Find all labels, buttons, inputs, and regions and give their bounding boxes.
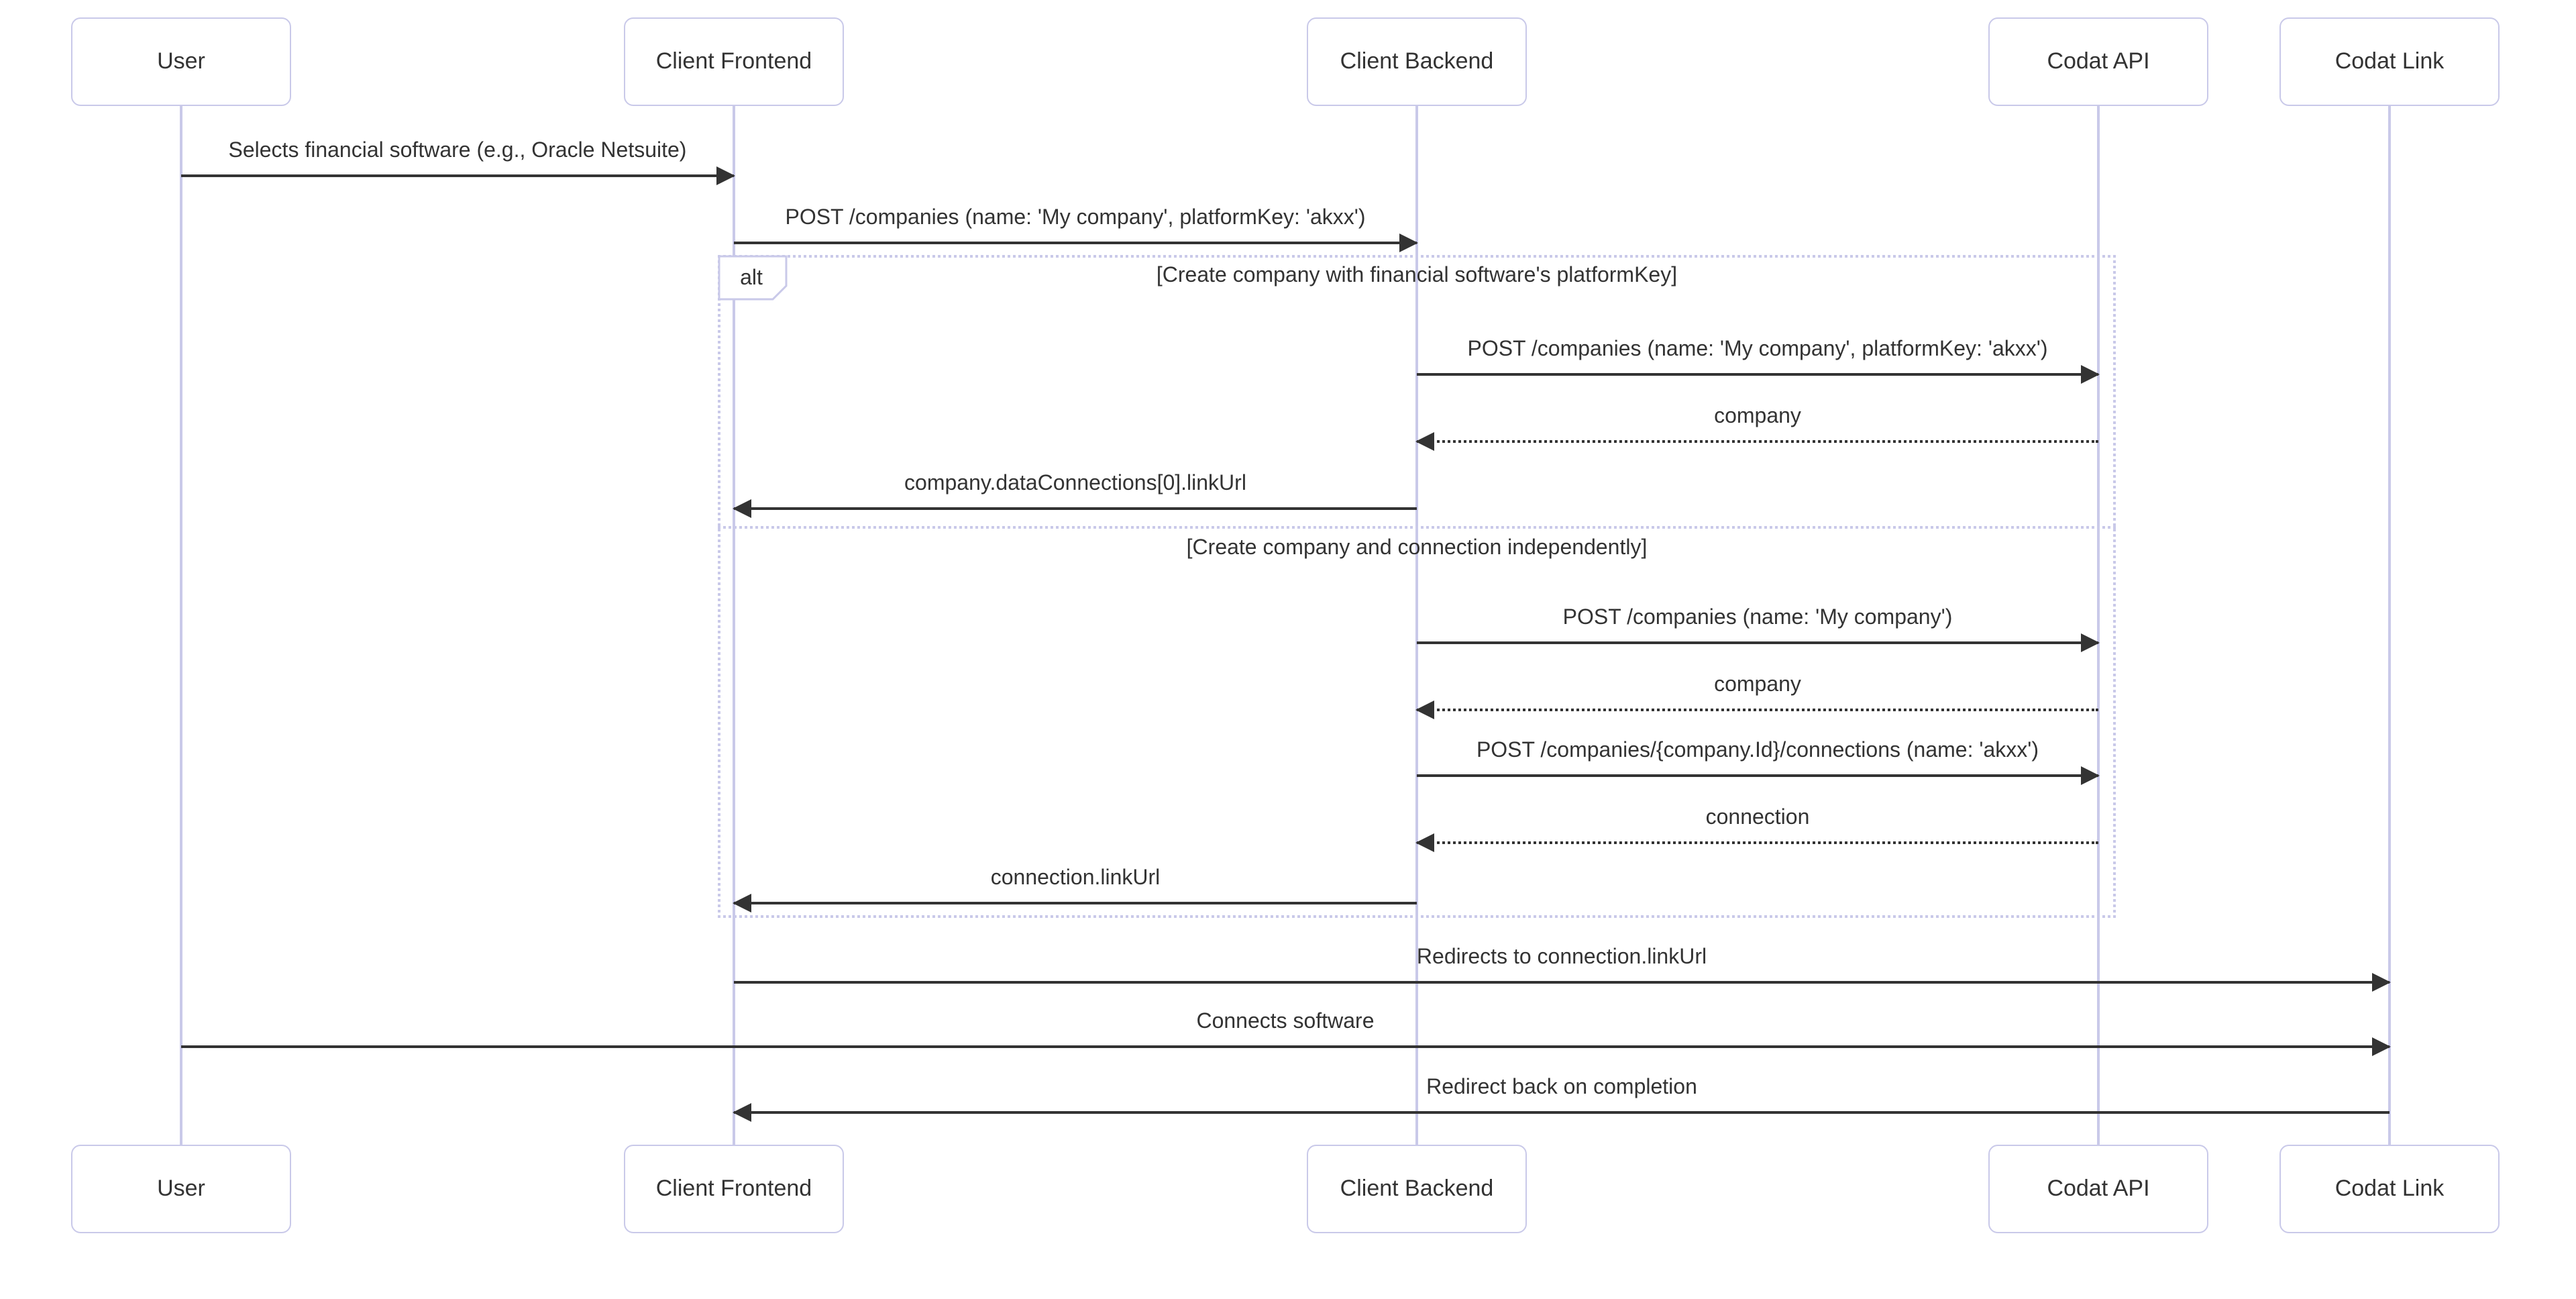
arrowhead-icon [733,499,751,518]
message-company-reply-2: company [1415,668,2098,725]
lifeline-client-backend [1415,106,1418,1146]
arrowhead-icon [2372,973,2391,992]
actor-bottom-client-frontend: Client Frontend [624,1145,844,1233]
arrowhead-icon [733,894,751,913]
message-connection-linkurl: connection.linkUrl [733,862,1417,918]
actor-bottom-codat-link: Codat Link [2279,1145,2500,1233]
message-company-reply-1: company [1415,400,2098,456]
message-post-companies-platformkey-frontend: POST /companies (name: 'My company', pla… [734,201,1418,258]
message-line [1417,373,2098,376]
arrowhead-icon [2081,633,2100,652]
message-connects-software: Connects software [181,1005,2391,1061]
message-line [734,507,1417,510]
message-line [1417,641,2098,644]
message-line [734,902,1417,904]
message-label: POST /companies (name: 'My company', pla… [785,207,1366,229]
actor-top-client-frontend: Client Frontend [624,17,844,106]
alt-condition-1: [Create company with financial software'… [1156,264,1678,287]
lifeline-codat-link [2388,106,2391,1146]
message-label: POST /companies (name: 'My company', pla… [1467,338,2048,361]
message-line [1417,841,2098,844]
arrowhead-icon [2372,1037,2391,1056]
arrowhead-icon [733,1103,751,1122]
message-line [734,242,1417,244]
arrowhead-icon [1415,432,1434,451]
message-label: POST /companies/{company.Id}/connections… [1476,739,2039,762]
message-line [181,174,734,177]
actor-bottom-user: User [71,1145,291,1233]
message-line [1417,709,2098,711]
arrowhead-icon [2081,766,2100,785]
message-redirects-to-linkurl: Redirects to connection.linkUrl [734,941,2391,997]
message-label: POST /companies (name: 'My company') [1562,607,1953,629]
message-line [734,981,2390,984]
actor-top-codat-api: Codat API [1988,17,2208,106]
message-line [1417,774,2098,777]
message-line [181,1045,2390,1048]
actor-bottom-codat-api: Codat API [1988,1145,2208,1233]
actor-top-user: User [71,17,291,106]
message-post-companies-name-only: POST /companies (name: 'My company') [1417,601,2100,658]
message-label: Redirect back on completion [1426,1076,1697,1099]
actor-bottom-client-backend: Client Backend [1307,1145,1527,1233]
alt-fragment-label-text: alt [740,265,763,289]
message-post-companies-platformkey-backend: POST /companies (name: 'My company', pla… [1417,333,2100,389]
arrowhead-icon [2081,365,2100,384]
actor-top-client-backend: Client Backend [1307,17,1527,106]
message-dataconnections-linkurl: company.dataConnections[0].linkUrl [733,467,1417,523]
lifeline-client-frontend [733,106,735,1146]
alt-condition-2: [Create company and connection independe… [1186,537,1648,560]
message-label: Redirects to connection.linkUrl [1416,946,1707,969]
arrowhead-icon [716,166,735,185]
arrowhead-icon [1415,833,1434,852]
message-label: company [1714,405,1801,428]
message-redirect-back-on-completion: Redirect back on completion [733,1071,2390,1127]
arrowhead-icon [1415,700,1434,719]
alt-fragment-divider [718,526,2116,529]
alt-fragment-frame [718,255,2116,918]
message-label: company [1714,674,1801,696]
message-selects-financial-software: Selects financial software (e.g., Oracle… [181,134,735,191]
message-line [1417,440,2098,443]
alt-fragment-label-box: alt [718,255,788,301]
lifeline-codat-api [2097,106,2100,1146]
message-label: company.dataConnections[0].linkUrl [904,472,1246,495]
message-post-connections: POST /companies/{company.Id}/connections… [1417,734,2100,790]
message-label: Connects software [1196,1010,1375,1033]
arrowhead-icon [1399,233,1418,252]
message-label: connection.linkUrl [990,867,1161,890]
actor-top-codat-link: Codat Link [2279,17,2500,106]
message-label: connection [1705,807,1810,829]
lifeline-user [180,106,182,1146]
message-connection-reply: connection [1415,801,2098,858]
message-line [734,1111,2390,1114]
message-label: Selects financial software (e.g., Oracle… [228,140,687,162]
